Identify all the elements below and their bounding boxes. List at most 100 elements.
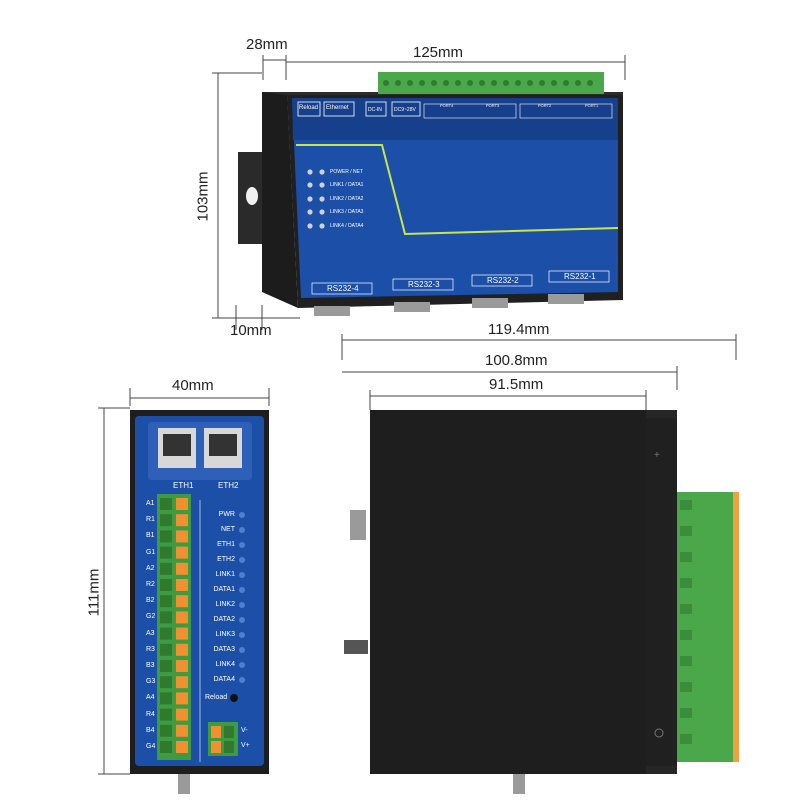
status-led-label: LINK1: [215, 571, 235, 578]
power-terminal-vminus: V-: [241, 727, 248, 734]
terminal-screw: [160, 741, 172, 753]
terminal-label: B2: [146, 597, 155, 605]
serial-port-label-2: RS232-2: [487, 276, 519, 285]
status-led-indicator: [239, 677, 245, 683]
serial-port-label-4: RS232-4: [327, 284, 359, 293]
dim-top-depth: 28mm: [246, 36, 288, 53]
terminal-lever: [176, 611, 188, 624]
status-led-indicator: [239, 632, 245, 638]
terminal-label: G1: [146, 548, 156, 556]
status-led-label: DATA4: [213, 676, 235, 683]
status-led-indicator: [239, 602, 245, 608]
dc-range-label: DC9~28V: [394, 107, 416, 113]
top-led-label-4: LINK3 / DATA3: [330, 209, 364, 215]
terminal-label: G2: [146, 613, 156, 621]
terminal-screw: [160, 660, 172, 672]
terminal-label: G3: [146, 678, 156, 686]
terminal-label: A3: [146, 629, 155, 637]
terminal-label: A1: [146, 500, 155, 507]
terminal-screw: [160, 708, 172, 721]
terminal-label: B1: [146, 532, 155, 540]
terminal-screw: [160, 627, 172, 640]
dim-front-width: 40mm: [172, 377, 214, 394]
reload-label: Reload: [205, 694, 228, 701]
terminal-screw: [160, 562, 172, 575]
port-header-2: PORT2: [538, 103, 552, 108]
terminal-lever: [176, 708, 188, 721]
terminal-lever: [176, 660, 188, 672]
terminal-lever: [176, 514, 188, 527]
status-led-label: ETH2: [217, 556, 235, 563]
front-view-device: [90, 370, 290, 800]
terminal-label: B3: [146, 662, 155, 669]
dim-top-bottom: 10mm: [230, 322, 272, 339]
side-view-device: +: [330, 330, 800, 800]
terminal-label: B4: [146, 726, 155, 734]
terminal-lever: [176, 562, 188, 575]
terminal-label: A2: [146, 564, 155, 572]
status-led-label: DATA2: [213, 616, 235, 623]
dim-side-body: 100.8mm: [485, 352, 548, 369]
status-led-indicator: [239, 647, 245, 653]
terminal-label: R2: [146, 581, 155, 588]
status-led-label: DATA3: [213, 646, 235, 653]
port-header-3: PORT3: [486, 103, 500, 108]
status-led-indicator: [239, 557, 245, 563]
terminal-lever: [176, 676, 188, 689]
terminal-screw: [160, 676, 172, 689]
status-led-label: LINK3: [215, 631, 235, 638]
status-led-label: LINK4: [215, 661, 235, 668]
terminal-lever: [176, 692, 188, 705]
eth2-label: ETH2: [218, 481, 239, 490]
port-header-1: PORT1: [585, 103, 599, 108]
status-led-indicator: [239, 512, 245, 518]
terminal-label: G4: [146, 743, 156, 750]
terminal-screw: [160, 546, 172, 559]
status-led-indicator: [239, 572, 245, 578]
terminal-label: R3: [146, 645, 155, 653]
terminal-label: A4: [146, 694, 155, 702]
terminal-screw: [160, 692, 172, 705]
status-led-indicator: [239, 662, 245, 668]
status-led-label: LINK2: [215, 601, 235, 608]
top-led-label-3: LINK2 / DATA2: [330, 196, 364, 202]
terminal-lever: [176, 595, 188, 608]
power-terminal-vplus: V+: [241, 742, 250, 749]
terminal-screw: [160, 724, 172, 737]
terminal-screw: [160, 514, 172, 527]
terminal-screw: [160, 643, 172, 656]
terminal-lever: [176, 643, 188, 656]
top-led-label-2: LINK1 / DATA1: [330, 182, 364, 188]
terminal-screw: [160, 579, 172, 591]
status-led-indicator: [239, 542, 245, 548]
top-view-device: [0, 0, 800, 340]
ethernet-button-label: Ethernet: [326, 105, 349, 111]
dim-top-width: 125mm: [413, 44, 464, 61]
terminal-lever: [176, 579, 188, 591]
serial-port-label-1: RS232-1: [564, 272, 596, 281]
terminal-label: R4: [146, 710, 155, 718]
top-led-label-5: LINK4 / DATA4: [330, 223, 364, 229]
serial-port-label-3: RS232-3: [408, 280, 440, 289]
terminal-lever: [176, 741, 188, 753]
terminal-lever: [176, 498, 188, 510]
terminal-screw: [160, 530, 172, 543]
dc-in-label: DC-IN: [368, 107, 382, 113]
status-led-indicator: [239, 587, 245, 593]
status-led-label: DATA1: [213, 586, 235, 593]
terminal-lever: [176, 546, 188, 559]
terminal-lever: [176, 530, 188, 543]
terminal-screw: [160, 595, 172, 608]
eth1-label: ETH1: [173, 481, 194, 490]
terminal-screw: [160, 611, 172, 624]
status-led-label: PWR: [218, 511, 235, 518]
terminal-label: R1: [146, 516, 155, 524]
dim-side-total: 119.4mm: [488, 321, 550, 338]
terminal-lever: [176, 627, 188, 640]
top-led-label-1: POWER / NET: [330, 169, 364, 175]
dim-front-height: 111mm: [85, 568, 103, 617]
terminal-lever: [176, 724, 188, 737]
status-led-label: ETH1: [217, 541, 235, 548]
status-led-label: NET: [221, 526, 235, 533]
reload-button-label: Reload: [299, 105, 319, 111]
